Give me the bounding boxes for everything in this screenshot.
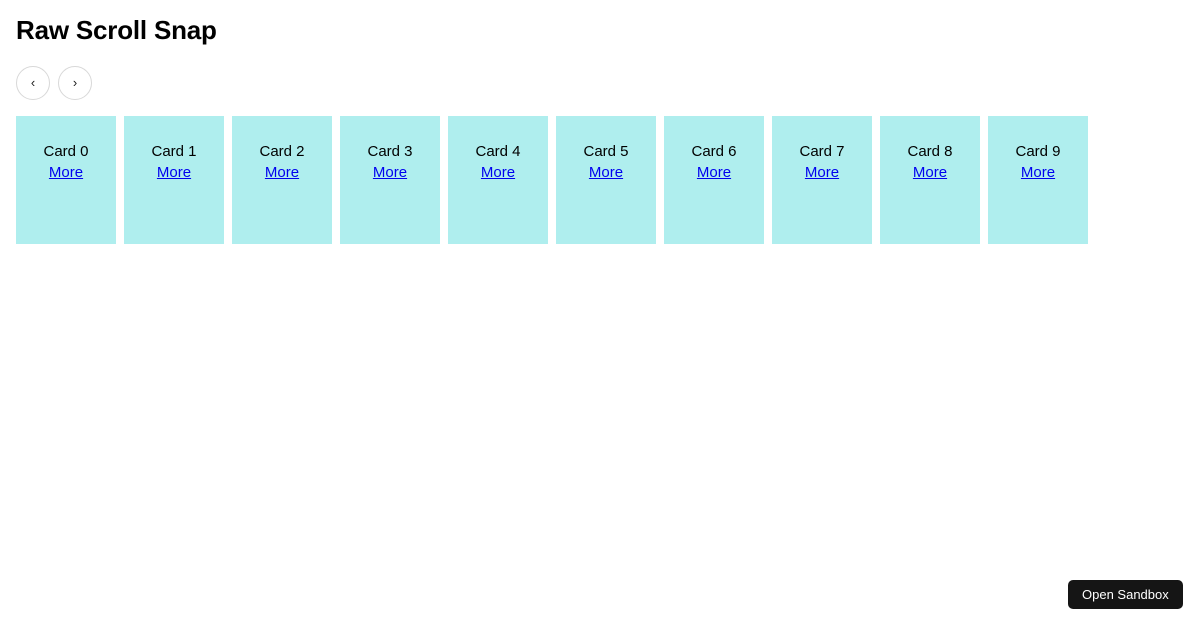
card-more-link[interactable]: More: [588, 163, 624, 181]
card-more-link[interactable]: More: [1020, 163, 1056, 181]
card-title: Card 2: [259, 142, 305, 160]
carousel-card[interactable]: Card 0 More: [16, 115, 116, 244]
carousel-card[interactable]: Card 5 More: [556, 115, 656, 244]
card-title: Card 0: [43, 142, 89, 160]
card-more-link[interactable]: More: [372, 163, 408, 181]
carousel-card[interactable]: Card 2 More: [232, 115, 332, 244]
carousel-card[interactable]: Card 8 More: [880, 115, 980, 244]
carousel-scroll-container[interactable]: Card 0 More Card 1 More Card 2 More Card 3 More…: [16, 115, 1088, 244]
carousel-card[interactable]: Card 6 More: [664, 115, 764, 244]
card-more-link[interactable]: More: [912, 163, 948, 181]
prev-button[interactable]: ‹: [16, 65, 50, 100]
card-title: Card 6: [691, 142, 737, 160]
open-sandbox-button[interactable]: Open Sandbox: [1068, 580, 1183, 609]
card-title: Card 3: [367, 142, 413, 160]
carousel-card[interactable]: Card 3 More: [340, 115, 440, 244]
card-title: Card 5: [583, 142, 629, 160]
card-more-link[interactable]: More: [480, 163, 516, 181]
card-title: Card 9: [1015, 142, 1061, 160]
chevron-left-icon: ‹: [30, 75, 36, 91]
card-more-link[interactable]: More: [264, 163, 300, 181]
card-title: Card 4: [475, 142, 521, 160]
carousel-card[interactable]: Card 7 More: [772, 115, 872, 244]
card-title: Card 7: [799, 142, 845, 160]
next-button[interactable]: ›: [58, 65, 92, 100]
card-title: Card 8: [907, 142, 953, 160]
carousel-card[interactable]: Card 9 More: [988, 115, 1088, 244]
card-more-link[interactable]: More: [696, 163, 732, 181]
page-root: Raw Scroll Snap ‹ › Card 0 More Card 1 More…: [0, 0, 1200, 260]
carousel-card[interactable]: Card 1 More: [124, 115, 224, 244]
card-more-link[interactable]: More: [156, 163, 192, 181]
carousel-nav: ‹ ›: [16, 65, 1184, 100]
carousel-card[interactable]: Card 4 More: [448, 115, 548, 244]
page-title: Raw Scroll Snap: [16, 15, 217, 45]
card-more-link[interactable]: More: [48, 163, 84, 181]
carousel-track: Card 0 More Card 1 More Card 2 More Card 3 More…: [16, 115, 1088, 244]
chevron-right-icon: ›: [72, 75, 78, 91]
card-title: Card 1: [151, 142, 197, 160]
card-more-link[interactable]: More: [804, 163, 840, 181]
